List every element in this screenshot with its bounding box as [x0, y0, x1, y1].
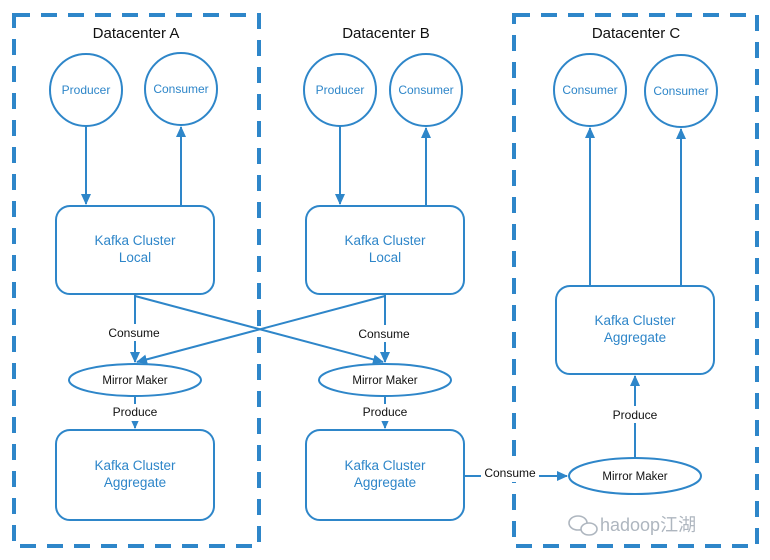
dc-b-consumer-node	[389, 53, 463, 127]
dc-b-producer-label: Producer	[316, 83, 365, 97]
dc-a-mirror-maker-label: Mirror Maker	[102, 375, 167, 387]
dc-a-kafka-aggregate-line1: Kafka Cluster	[94, 458, 176, 473]
datacenter-c-boundary	[512, 13, 759, 548]
watermark-text: hadoop江湖	[600, 515, 696, 535]
dc-b-kafka-aggregate-line2: Aggregate	[354, 475, 416, 490]
dc-b-kafka-local-line2: Local	[369, 250, 401, 265]
dc-c-consumer-1-label: Consumer	[562, 83, 617, 97]
dc-b-consumer-label: Consumer	[398, 83, 453, 97]
dc-c-kafka-aggregate-line2: Aggregate	[604, 330, 666, 345]
dc-a-produce-label-bg	[110, 404, 160, 421]
dc-b-produce-label: Produce	[363, 405, 408, 419]
datacenter-a-title: Datacenter A	[93, 25, 180, 42]
dc-a-consume-label: Consume	[108, 326, 160, 340]
dc-c-kafka-aggregate-node	[555, 285, 715, 375]
dc-a-kafka-aggregate-line2: Aggregate	[104, 475, 166, 490]
dc-c-produce-label-bg	[608, 406, 662, 423]
dc-b-consume-label: Consume	[358, 327, 410, 341]
wechat-icon	[568, 515, 598, 536]
dc-a-consume-label-bg	[106, 324, 162, 341]
dc-a-consumer-label: Consumer	[153, 82, 208, 96]
dc-c-consumer-1-node	[553, 53, 627, 127]
cross-consume-label-bg	[481, 465, 539, 482]
dc-c-kafka-aggregate-line1: Kafka Cluster	[594, 313, 676, 328]
datacenter-c-title: Datacenter C	[592, 25, 681, 42]
dc-a-produce-label: Produce	[113, 405, 158, 419]
dc-c-produce-label: Produce	[613, 408, 658, 422]
cross-consume-label: Consume	[484, 466, 536, 480]
dc-b-mirror-maker-label: Mirror Maker	[352, 375, 417, 387]
dc-c-consumer-2-label: Consumer	[653, 84, 708, 98]
dc-c-consumer-2-node	[644, 54, 718, 128]
dc-a-consumer-node	[144, 52, 218, 126]
dc-a-producer-label: Producer	[62, 83, 111, 97]
dc-c-mirror-maker-label: Mirror Maker	[602, 471, 667, 483]
dc-b-produce-label-bg	[360, 404, 410, 421]
dc-a-kafka-local-line1: Kafka Cluster	[94, 233, 176, 248]
dc-a-kafka-local-line2: Local	[119, 250, 151, 265]
dc-a-kafka-aggregate-node	[55, 429, 215, 521]
dc-b-kafka-aggregate-line1: Kafka Cluster	[344, 458, 426, 473]
dc-b-local-to-dc-a-mirror-edge	[136, 295, 386, 365]
dc-b-kafka-local-line1: Kafka Cluster	[344, 233, 426, 248]
dc-b-consume-label-bg	[356, 325, 412, 342]
datacenter-b-title: Datacenter B	[342, 25, 430, 42]
datacenter-a-boundary	[12, 13, 261, 548]
